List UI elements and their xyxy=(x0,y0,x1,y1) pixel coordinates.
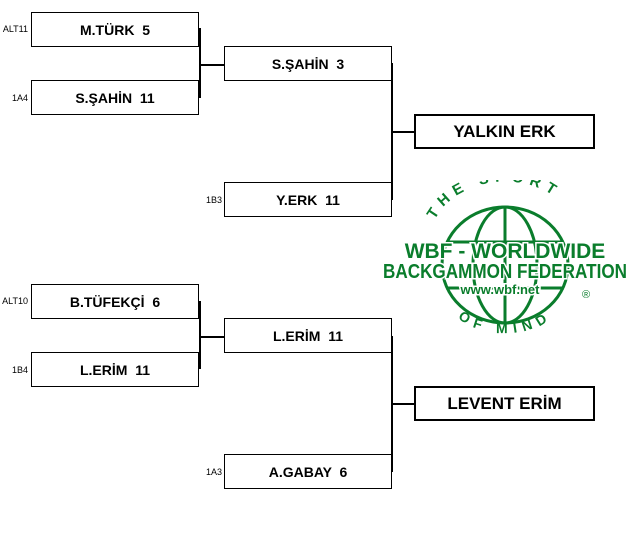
player-box: L.ERİM 11 xyxy=(224,318,392,353)
connector-line xyxy=(199,28,201,98)
logo-line2: BACKGAMMON FEDERATION xyxy=(383,261,627,283)
player-box: B.TÜFEKÇİ 6 xyxy=(31,284,199,319)
player-box: A.GABAY 6 xyxy=(224,454,392,489)
player-box: M.TÜRK 5 xyxy=(31,12,199,47)
seed-label: 1A3 xyxy=(205,467,222,477)
seed-label: 1A4 xyxy=(11,93,28,103)
winner-box: LEVENT ERİM xyxy=(414,386,595,421)
connector-line xyxy=(391,403,414,405)
connector-line xyxy=(199,301,201,369)
player-box: Y.ERK 11 xyxy=(224,182,392,217)
connector-line xyxy=(391,131,414,133)
logo-line1: WBF - WORLDWIDE xyxy=(405,240,606,263)
logo-registered: ® xyxy=(582,289,590,301)
seed-label: 1B4 xyxy=(11,365,28,375)
player-box: L.ERİM 11 xyxy=(31,352,199,387)
seed-label: 1B3 xyxy=(205,195,222,205)
winner-box: YALKIN ERK xyxy=(414,114,595,149)
connector-line xyxy=(199,336,224,338)
seed-label: ALT11 xyxy=(2,24,28,34)
logo-arc-top: THE SPORT xyxy=(424,180,565,222)
seed-label: ALT10 xyxy=(2,296,28,306)
player-box: S.ŞAHİN 3 xyxy=(224,46,392,81)
wbf-logo: THE SPORT WBF - WORLDWIDE BACKGAMMON FED… xyxy=(382,180,629,336)
player-box: S.ŞAHİN 11 xyxy=(31,80,199,115)
connector-line xyxy=(199,64,224,66)
logo-url: www.wbf.net xyxy=(460,282,541,297)
